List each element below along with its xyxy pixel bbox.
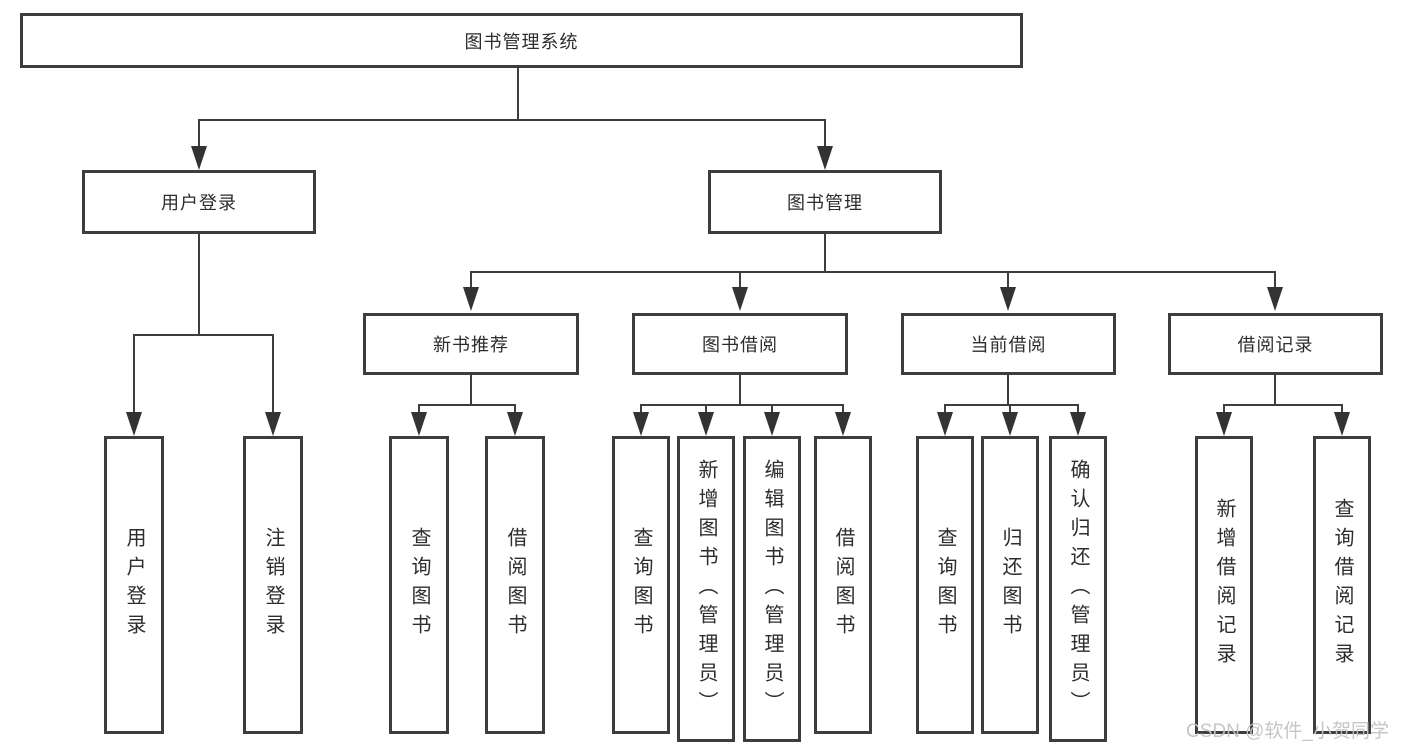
connector-hline <box>640 404 844 406</box>
leaf-label: 查询图书 <box>408 527 430 643</box>
connector-vline <box>470 271 472 289</box>
arrowhead-down-icon <box>1070 412 1086 436</box>
connector-vline <box>842 404 844 416</box>
arrowhead-down-icon <box>764 412 780 436</box>
leaf-label: 新增借阅记录 <box>1213 498 1235 672</box>
connector-vline <box>1007 271 1009 289</box>
node-current-borrow: 当前借阅 <box>901 313 1116 375</box>
leaf-label: 注销登录 <box>262 527 284 643</box>
arrowhead-down-icon <box>265 412 281 436</box>
connector-vline <box>1274 271 1276 289</box>
leaf-logout: 注销登录 <box>243 436 303 734</box>
connector-vline <box>272 334 274 414</box>
connector-vline <box>1009 404 1011 416</box>
node-label: 图书管理系统 <box>464 31 579 52</box>
arrowhead-down-icon <box>411 412 427 436</box>
leaf-query-borrow-records: 查询借阅记录 <box>1313 436 1371 734</box>
connector-vline <box>739 375 741 406</box>
connector-vline <box>1007 375 1009 406</box>
node-label: 当前借阅 <box>970 335 1047 355</box>
connector-vline <box>771 404 773 416</box>
leaf-label: 归还图书 <box>999 527 1021 643</box>
node-label: 图书管理 <box>787 193 863 213</box>
connector-vline <box>705 404 707 416</box>
arrowhead-down-icon <box>732 287 748 311</box>
leaf-label: 新增图书（管理员） <box>695 458 717 720</box>
arrowhead-down-icon <box>507 412 523 436</box>
connector-vline <box>1077 404 1079 416</box>
connector-hline <box>133 334 274 336</box>
connector-vline <box>1223 404 1225 416</box>
node-user-login: 用户登录 <box>82 170 316 234</box>
connector-vline <box>517 68 519 120</box>
node-borrow-records: 借阅记录 <box>1168 313 1383 375</box>
arrowhead-down-icon <box>191 146 207 170</box>
arrowhead-down-icon <box>698 412 714 436</box>
leaf-return-books: 归还图书 <box>981 436 1039 734</box>
node-book-borrow: 图书借阅 <box>632 313 848 375</box>
leaf-borrow-books: 借阅图书 <box>814 436 872 734</box>
connector-vline <box>640 404 642 416</box>
arrowhead-down-icon <box>126 412 142 436</box>
connector-hline <box>944 404 1079 406</box>
connector-vline <box>739 271 741 289</box>
arrowhead-down-icon <box>817 146 833 170</box>
node-label: 新书推荐 <box>433 335 509 355</box>
arrowhead-down-icon <box>1267 287 1283 311</box>
connector-hline <box>198 119 826 121</box>
leaf-label: 编辑图书（管理员） <box>761 458 783 720</box>
node-new-book-recommend: 新书推荐 <box>363 313 579 375</box>
connector-vline <box>944 404 946 416</box>
leaf-add-book-admin: 新增图书（管理员） <box>677 436 735 742</box>
arrowhead-down-icon <box>1216 412 1232 436</box>
connector-vline <box>198 234 200 336</box>
connector-hline <box>470 271 1276 273</box>
connector-vline <box>418 404 420 416</box>
connector-vline <box>133 334 135 414</box>
leaf-user-login: 用户登录 <box>104 436 164 734</box>
leaf-label: 借阅图书 <box>504 527 526 643</box>
connector-vline <box>1274 375 1276 406</box>
leaf-query-books-borrow: 查询图书 <box>612 436 670 734</box>
arrowhead-down-icon <box>835 412 851 436</box>
leaf-label: 查询借阅记录 <box>1331 498 1353 672</box>
leaf-add-borrow-record: 新增借阅记录 <box>1195 436 1253 734</box>
node-book-management: 图书管理 <box>708 170 942 234</box>
node-library-system: 图书管理系统 <box>20 13 1023 68</box>
arrowhead-down-icon <box>1002 412 1018 436</box>
leaf-confirm-return-admin: 确认归还（管理员） <box>1049 436 1107 742</box>
connector-vline <box>198 119 200 149</box>
leaf-label: 借阅图书 <box>832 527 854 643</box>
connector-vline <box>514 404 516 416</box>
arrowhead-down-icon <box>1334 412 1350 436</box>
arrowhead-down-icon <box>937 412 953 436</box>
arrowhead-down-icon <box>463 287 479 311</box>
csdn-watermark: CSDN @软件_小贺同学 <box>1186 721 1389 742</box>
leaf-borrow-books-recommend: 借阅图书 <box>485 436 545 734</box>
leaf-label: 查询图书 <box>934 527 956 643</box>
leaf-label: 确认归还（管理员） <box>1067 458 1089 720</box>
leaf-query-books-recommend: 查询图书 <box>389 436 449 734</box>
leaf-label: 用户登录 <box>123 527 145 643</box>
leaf-label: 查询图书 <box>630 527 652 643</box>
arrowhead-down-icon <box>1000 287 1016 311</box>
node-label: 用户登录 <box>161 193 237 213</box>
node-label: 借阅记录 <box>1237 335 1314 355</box>
leaf-edit-book-admin: 编辑图书（管理员） <box>743 436 801 742</box>
connector-vline <box>470 375 472 406</box>
connector-vline <box>1341 404 1343 416</box>
connector-hline <box>1223 404 1343 406</box>
connector-vline <box>824 234 826 273</box>
arrowhead-down-icon <box>633 412 649 436</box>
connector-hline <box>418 404 516 406</box>
node-label: 图书借阅 <box>702 335 778 355</box>
connector-vline <box>824 119 826 149</box>
leaf-query-books-current: 查询图书 <box>916 436 974 734</box>
